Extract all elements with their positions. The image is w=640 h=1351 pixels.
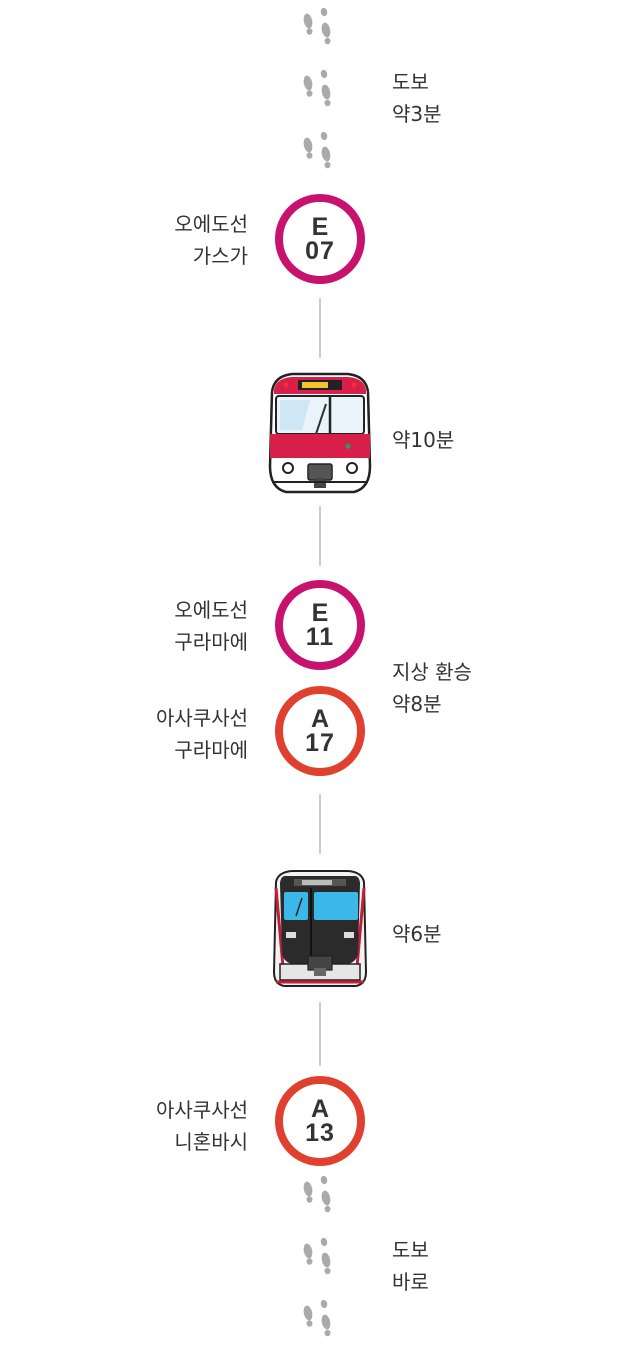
station-4-code-number: 13 [305,1119,335,1147]
ride-2-time: 약6분 [392,922,442,946]
station-3-code-letter: A [310,705,330,733]
walk-start-time: 약3분 [392,102,442,126]
station-1-code-letter: E [311,213,329,241]
station-3-label: 아사쿠사선 구라마에 [156,702,248,766]
station-4-code-letter: A [310,1095,330,1123]
ride-1-time: 약10분 [392,428,455,452]
footprints-icon [297,1236,343,1282]
footprints-icon [297,1298,343,1344]
station-4-line: 아사쿠사선 [156,1098,248,1122]
station-1-label: 오에도선 가스가 [174,208,248,272]
station-2-code-number: 11 [305,623,335,651]
station-3-code-number: 17 [305,729,335,757]
footprints-icon [297,68,343,114]
walk-end-mode: 도보 [392,1238,429,1262]
oedo-train-icon [268,372,372,494]
station-1-code-number: 07 [305,237,335,265]
station-2-code-letter: E [311,599,329,627]
station-2-label: 오에도선 구라마에 [174,594,248,658]
station-4-name: 니혼바시 [174,1130,248,1154]
walk-end-time: 바로 [392,1270,429,1294]
station-badge-e07: E 07 [275,194,365,284]
route-connector [319,298,321,358]
station-1-name: 가스가 [192,244,248,268]
station-2-line: 오에도선 [174,598,248,622]
footprints-icon [297,1174,343,1220]
walk-end-info: 도보 바로 [392,1234,429,1298]
transfer-label: 지상 환승 [392,660,472,684]
transfer-time: 약8분 [392,692,442,716]
station-1-line: 오에도선 [174,212,248,236]
route-connector [319,794,321,854]
footprints-icon [297,130,343,176]
route-connector [319,1002,321,1066]
station-4-label: 아사쿠사선 니혼바시 [156,1094,248,1158]
asakusa-train-icon [272,870,368,987]
station-badge-a17: A 17 [275,686,365,776]
transfer-info: 지상 환승 약8분 [392,656,472,720]
station-badge-e11: E 11 [275,580,365,670]
station-badge-a13: A 13 [275,1076,365,1166]
station-3-name: 구라마에 [174,738,248,762]
walk-start-mode: 도보 [392,70,429,94]
walk-start-info: 도보 약3분 [392,66,442,130]
station-2-name: 구라마에 [174,630,248,654]
station-3-line: 아사쿠사선 [156,706,248,730]
route-connector [319,506,321,566]
footprints-icon [297,6,343,52]
